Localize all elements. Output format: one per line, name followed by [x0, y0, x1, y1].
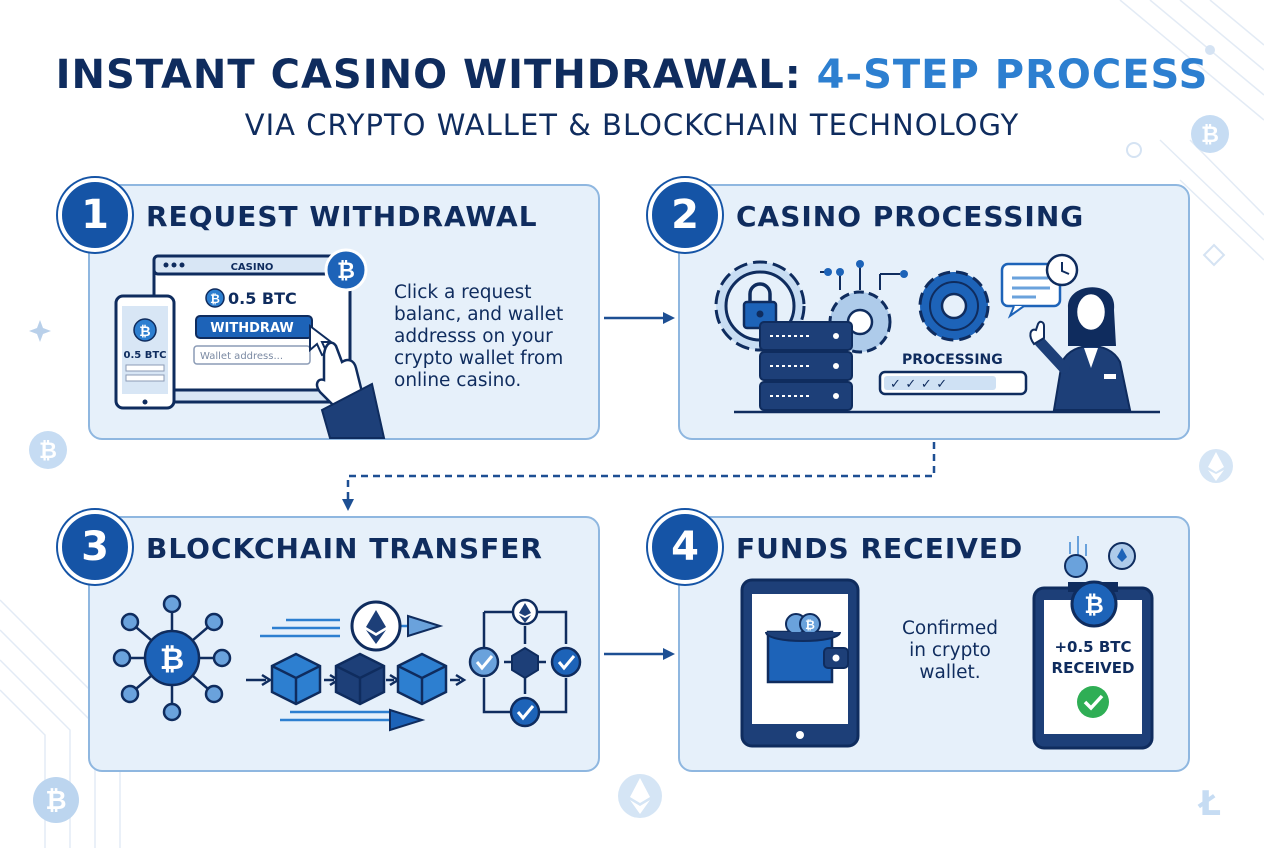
verification-cycle — [482, 610, 568, 714]
screen-label: CASINO — [231, 262, 274, 273]
arrow-2-to-3 — [342, 442, 936, 511]
gear-icon — [918, 270, 990, 342]
svg-text:₿: ₿ — [1084, 591, 1104, 619]
svg-text:₿: ₿ — [210, 292, 220, 306]
wallet-address-input[interactable] — [193, 345, 311, 365]
svg-text:₿: ₿ — [39, 439, 57, 464]
step-number-1: 1 — [58, 178, 132, 252]
pointing-hand-icon — [309, 323, 386, 439]
bitcoin-icon: ₿ — [160, 642, 184, 677]
received-label: RECEIVED — [1052, 659, 1135, 677]
step-number-3: 3 — [58, 510, 132, 584]
phone-balance: 0.5 BTC — [124, 350, 167, 361]
support-agent-icon — [1029, 287, 1132, 411]
svg-text:₿: ₿ — [139, 324, 150, 340]
check-circle-icon — [550, 646, 582, 678]
ethereum-icon — [1199, 449, 1233, 483]
server-icon — [759, 321, 853, 411]
ethereum-icon — [618, 774, 662, 818]
page-title: INSTANT CASINO WITHDRAWAL: 4-STEP PROCES… — [0, 52, 1264, 98]
title-main: INSTANT CASINO WITHDRAWAL: — [55, 52, 817, 98]
bitcoin-icon: ₿ — [205, 288, 225, 308]
step-number-2: 2 — [648, 178, 722, 252]
title-highlight: 4-STEP PROCESS — [816, 52, 1209, 98]
falling-coins-icon — [1064, 536, 1136, 578]
step-1-description-line: crypto wallet from — [394, 348, 564, 369]
withdrawal-illustration: CASINO ₿ 0.5 BTC WITHDRAW Wallet address… — [114, 248, 386, 439]
received-amount: +0.5 BTC — [1054, 638, 1131, 656]
svg-text:₿: ₿ — [337, 259, 355, 284]
tablet-wallet-icon: ₿ — [740, 578, 860, 748]
ethereum-icon — [350, 600, 402, 652]
header: INSTANT CASINO WITHDRAWAL: 4-STEP PROCES… — [0, 52, 1264, 142]
wallet-address-placeholder: Wallet address... — [200, 351, 283, 362]
step-1-description-line: balanc, and wallet — [394, 304, 564, 325]
page-subtitle: VIA CRYPTO WALLET & BLOCKCHAIN TECHNOLOG… — [244, 108, 1020, 142]
clock-icon — [1045, 253, 1079, 287]
step-4-description: Confirmed in crypto wallet. — [880, 618, 1020, 684]
speed-lines — [260, 618, 430, 722]
chat-bubble-icon — [1000, 262, 1062, 319]
processing-label: PROCESSING — [902, 352, 1003, 368]
withdraw-button-label: WITHDRAW — [210, 321, 294, 336]
bitcoin-icon: ₿ — [133, 318, 157, 342]
step-title-3: BLOCKCHAIN TRANSFER — [146, 532, 543, 565]
bitcoin-network-icon — [112, 594, 232, 722]
funds-received-illustration: ₿ ₿ +0.5 BTC RECEIVED — [740, 536, 1154, 750]
bitcoin-icon: ₿ — [1070, 580, 1118, 628]
ethereum-icon — [511, 598, 539, 626]
success-check-icon — [1077, 686, 1109, 718]
processing-checks: ✓ ✓ ✓ ✓ — [890, 377, 947, 392]
check-circle-icon — [468, 646, 500, 678]
litecoin-icon: Ł — [1197, 784, 1221, 824]
step-4-description-line: in crypto — [909, 640, 991, 661]
svg-text:₿: ₿ — [45, 786, 66, 816]
bitcoin-icon: ₿ — [33, 777, 79, 823]
processing-illustration: PROCESSING ✓ ✓ ✓ ✓ — [714, 253, 1160, 414]
bitcoin-icon: ₿ — [1191, 115, 1229, 153]
step-number-4: 4 — [648, 510, 722, 584]
blockchain-blocks — [246, 652, 467, 706]
step-1-description-line: Click a request — [394, 282, 532, 303]
step-title-1: REQUEST WITHDRAWAL — [146, 200, 538, 233]
bitcoin-icon: ₿ — [324, 248, 368, 292]
step-title-4: FUNDS RECEIVED — [736, 532, 1024, 565]
check-circle-icon — [509, 696, 541, 728]
balance-amount: 0.5 BTC — [228, 289, 297, 308]
svg-text:₿: ₿ — [805, 618, 815, 632]
blockchain-illustration: ₿ — [112, 594, 582, 732]
svg-text:₿: ₿ — [1201, 123, 1219, 148]
block-node — [511, 646, 539, 680]
svg-text:Ł: Ł — [1197, 784, 1221, 824]
step-4-description-line: wallet. — [919, 662, 981, 683]
step-1-description: Click a request balanc, and wallet addre… — [394, 282, 594, 392]
step-title-2: CASINO PROCESSING — [736, 200, 1085, 233]
step-4-description-line: Confirmed — [901, 618, 999, 639]
bitcoin-icon: ₿ — [29, 431, 67, 469]
step-1-description-line: online casino. — [394, 370, 522, 391]
step-1-description-line: addresss on your — [394, 326, 553, 347]
